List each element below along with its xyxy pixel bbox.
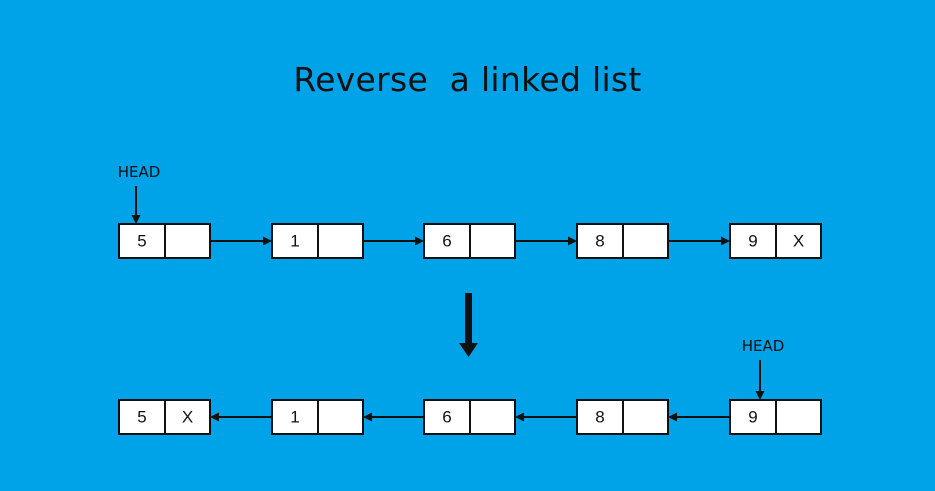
before-head-pointer-tip: [131, 215, 141, 224]
before-head-label: HEAD: [118, 163, 161, 181]
after-node-3-value: 8: [595, 408, 604, 427]
after-node-4-next-cell: [775, 399, 822, 435]
after-node-2-next-cell: [469, 399, 516, 435]
before-link-1-tip: [415, 236, 424, 246]
after-head-pointer-tip: [755, 391, 765, 400]
after-link-1-tip: [363, 412, 372, 422]
down-arrow-icon: [459, 343, 478, 357]
before-node-4-next: X: [793, 232, 804, 251]
before-node-2-value: 6: [442, 232, 451, 251]
transition-arrow-shaft: [465, 293, 472, 343]
before-link-0-tip: [263, 236, 272, 246]
after-link-2-tip: [515, 412, 524, 422]
after-link-0-tip: [210, 412, 219, 422]
before-node-3-next-cell: [622, 223, 669, 259]
before-link-2-tip: [568, 236, 577, 246]
after-node-2-value: 6: [442, 408, 451, 427]
before-node-0-value: 5: [137, 232, 146, 251]
after-node-0-next: X: [182, 408, 193, 427]
after-node-1-value: 1: [290, 408, 299, 427]
after-node-3-next-cell: [622, 399, 669, 435]
after-link-3-tip: [668, 412, 677, 422]
before-node-3-value: 8: [595, 232, 604, 251]
before-node-2-next-cell: [469, 223, 516, 259]
after-node-4-value: 9: [748, 408, 757, 427]
after-node-0-value: 5: [137, 408, 146, 427]
before-node-1-next-cell: [317, 223, 364, 259]
page-title: Reverse a linked list: [293, 60, 642, 99]
before-link-3-tip: [721, 236, 730, 246]
after-node-4-value-cell: [729, 399, 777, 435]
after-node-3-value-cell: [576, 399, 624, 435]
before-node-4-value: 9: [748, 232, 757, 251]
before-node-0-next-cell: [164, 223, 211, 259]
before-node-0-value-cell: [118, 223, 166, 259]
after-node-1-next-cell: [317, 399, 364, 435]
after-head-label: HEAD: [742, 337, 785, 355]
before-node-4-next-cell: [775, 223, 822, 259]
before-node-4-value-cell: [729, 223, 777, 259]
before-node-1-value: 1: [290, 232, 299, 251]
